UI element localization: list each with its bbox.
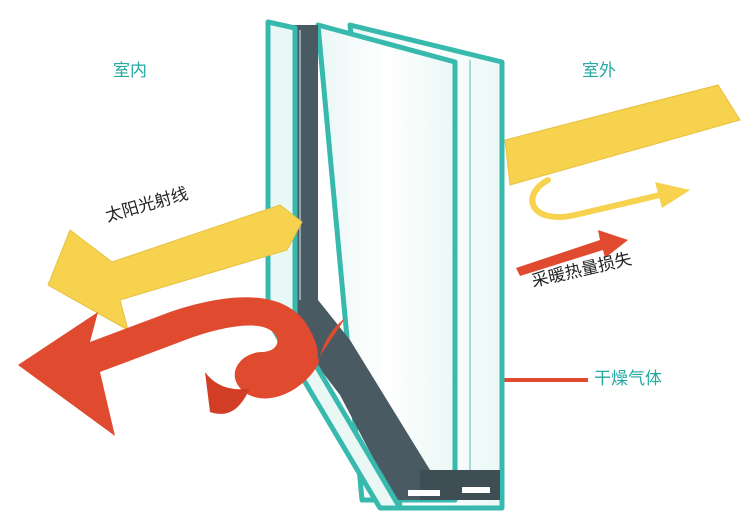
bottom-gap-2 (462, 487, 490, 493)
bottom-gap-1 (408, 490, 440, 496)
sun-ray-outdoor-band (504, 84, 741, 186)
outdoor-label: 室外 (582, 61, 616, 81)
heat-return-arrow-body (18, 297, 345, 436)
sun-ray-indoor-arrow (47, 204, 303, 332)
dry-gas-label: 干燥气体 (594, 369, 662, 389)
spacer-frame (268, 25, 430, 500)
heat-loss-arrow (516, 230, 628, 276)
indoor-label: 室内 (113, 61, 147, 81)
heat-return-arrow-tail (205, 372, 250, 414)
sun-reflection-arrow (529, 177, 663, 220)
sun-reflection-arrowhead (655, 182, 690, 208)
